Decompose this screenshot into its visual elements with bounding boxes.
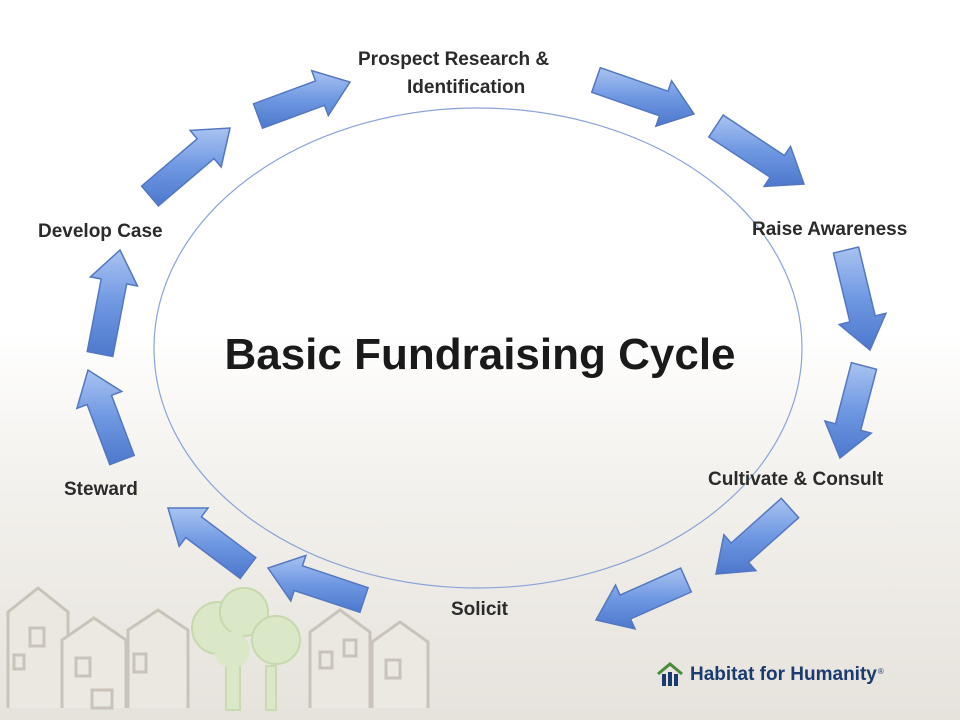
stage-label-prospect-line1: Prospect Research & (358, 49, 550, 70)
logo-registered-mark: ® (877, 666, 884, 676)
cycle-arrow-8 (266, 554, 370, 614)
cycle-arrow-12 (140, 127, 231, 207)
cycle-arrow-2 (590, 66, 696, 128)
stage-label-raise-awareness: Raise Awareness (752, 219, 908, 240)
tree-illustration (191, 587, 301, 711)
cycle-ellipse (153, 107, 803, 589)
stage-label-solicit: Solicit (451, 599, 509, 620)
cycle-arrow-10 (75, 368, 136, 466)
cycle-arrow-6 (715, 497, 800, 575)
cycle-arrow-1 (252, 69, 352, 130)
cycle-arrows (75, 66, 888, 630)
logo-text: Habitat for Humanity (690, 664, 877, 685)
cycle-arrow-7 (594, 567, 693, 630)
cycle-arrow-9 (167, 507, 257, 580)
cycle-arrow-5 (823, 361, 878, 460)
stage-label-prospect-line2: Identification (407, 77, 526, 98)
stage-label-steward: Steward (64, 479, 138, 500)
cycle-arrow-4 (832, 246, 888, 352)
cycle-arrow-11 (86, 248, 139, 358)
diagram-title: Basic Fundraising Cycle (224, 330, 736, 379)
logo-icon (657, 662, 683, 686)
cycle-arrow-3 (707, 114, 806, 188)
houses-illustration (6, 586, 430, 710)
stage-label-cultivate-consult: Cultivate & Consult (708, 469, 884, 490)
habitat-logo: Habitat for Humanity ® (656, 660, 884, 690)
stage-label-develop-case: Develop Case (38, 221, 163, 242)
